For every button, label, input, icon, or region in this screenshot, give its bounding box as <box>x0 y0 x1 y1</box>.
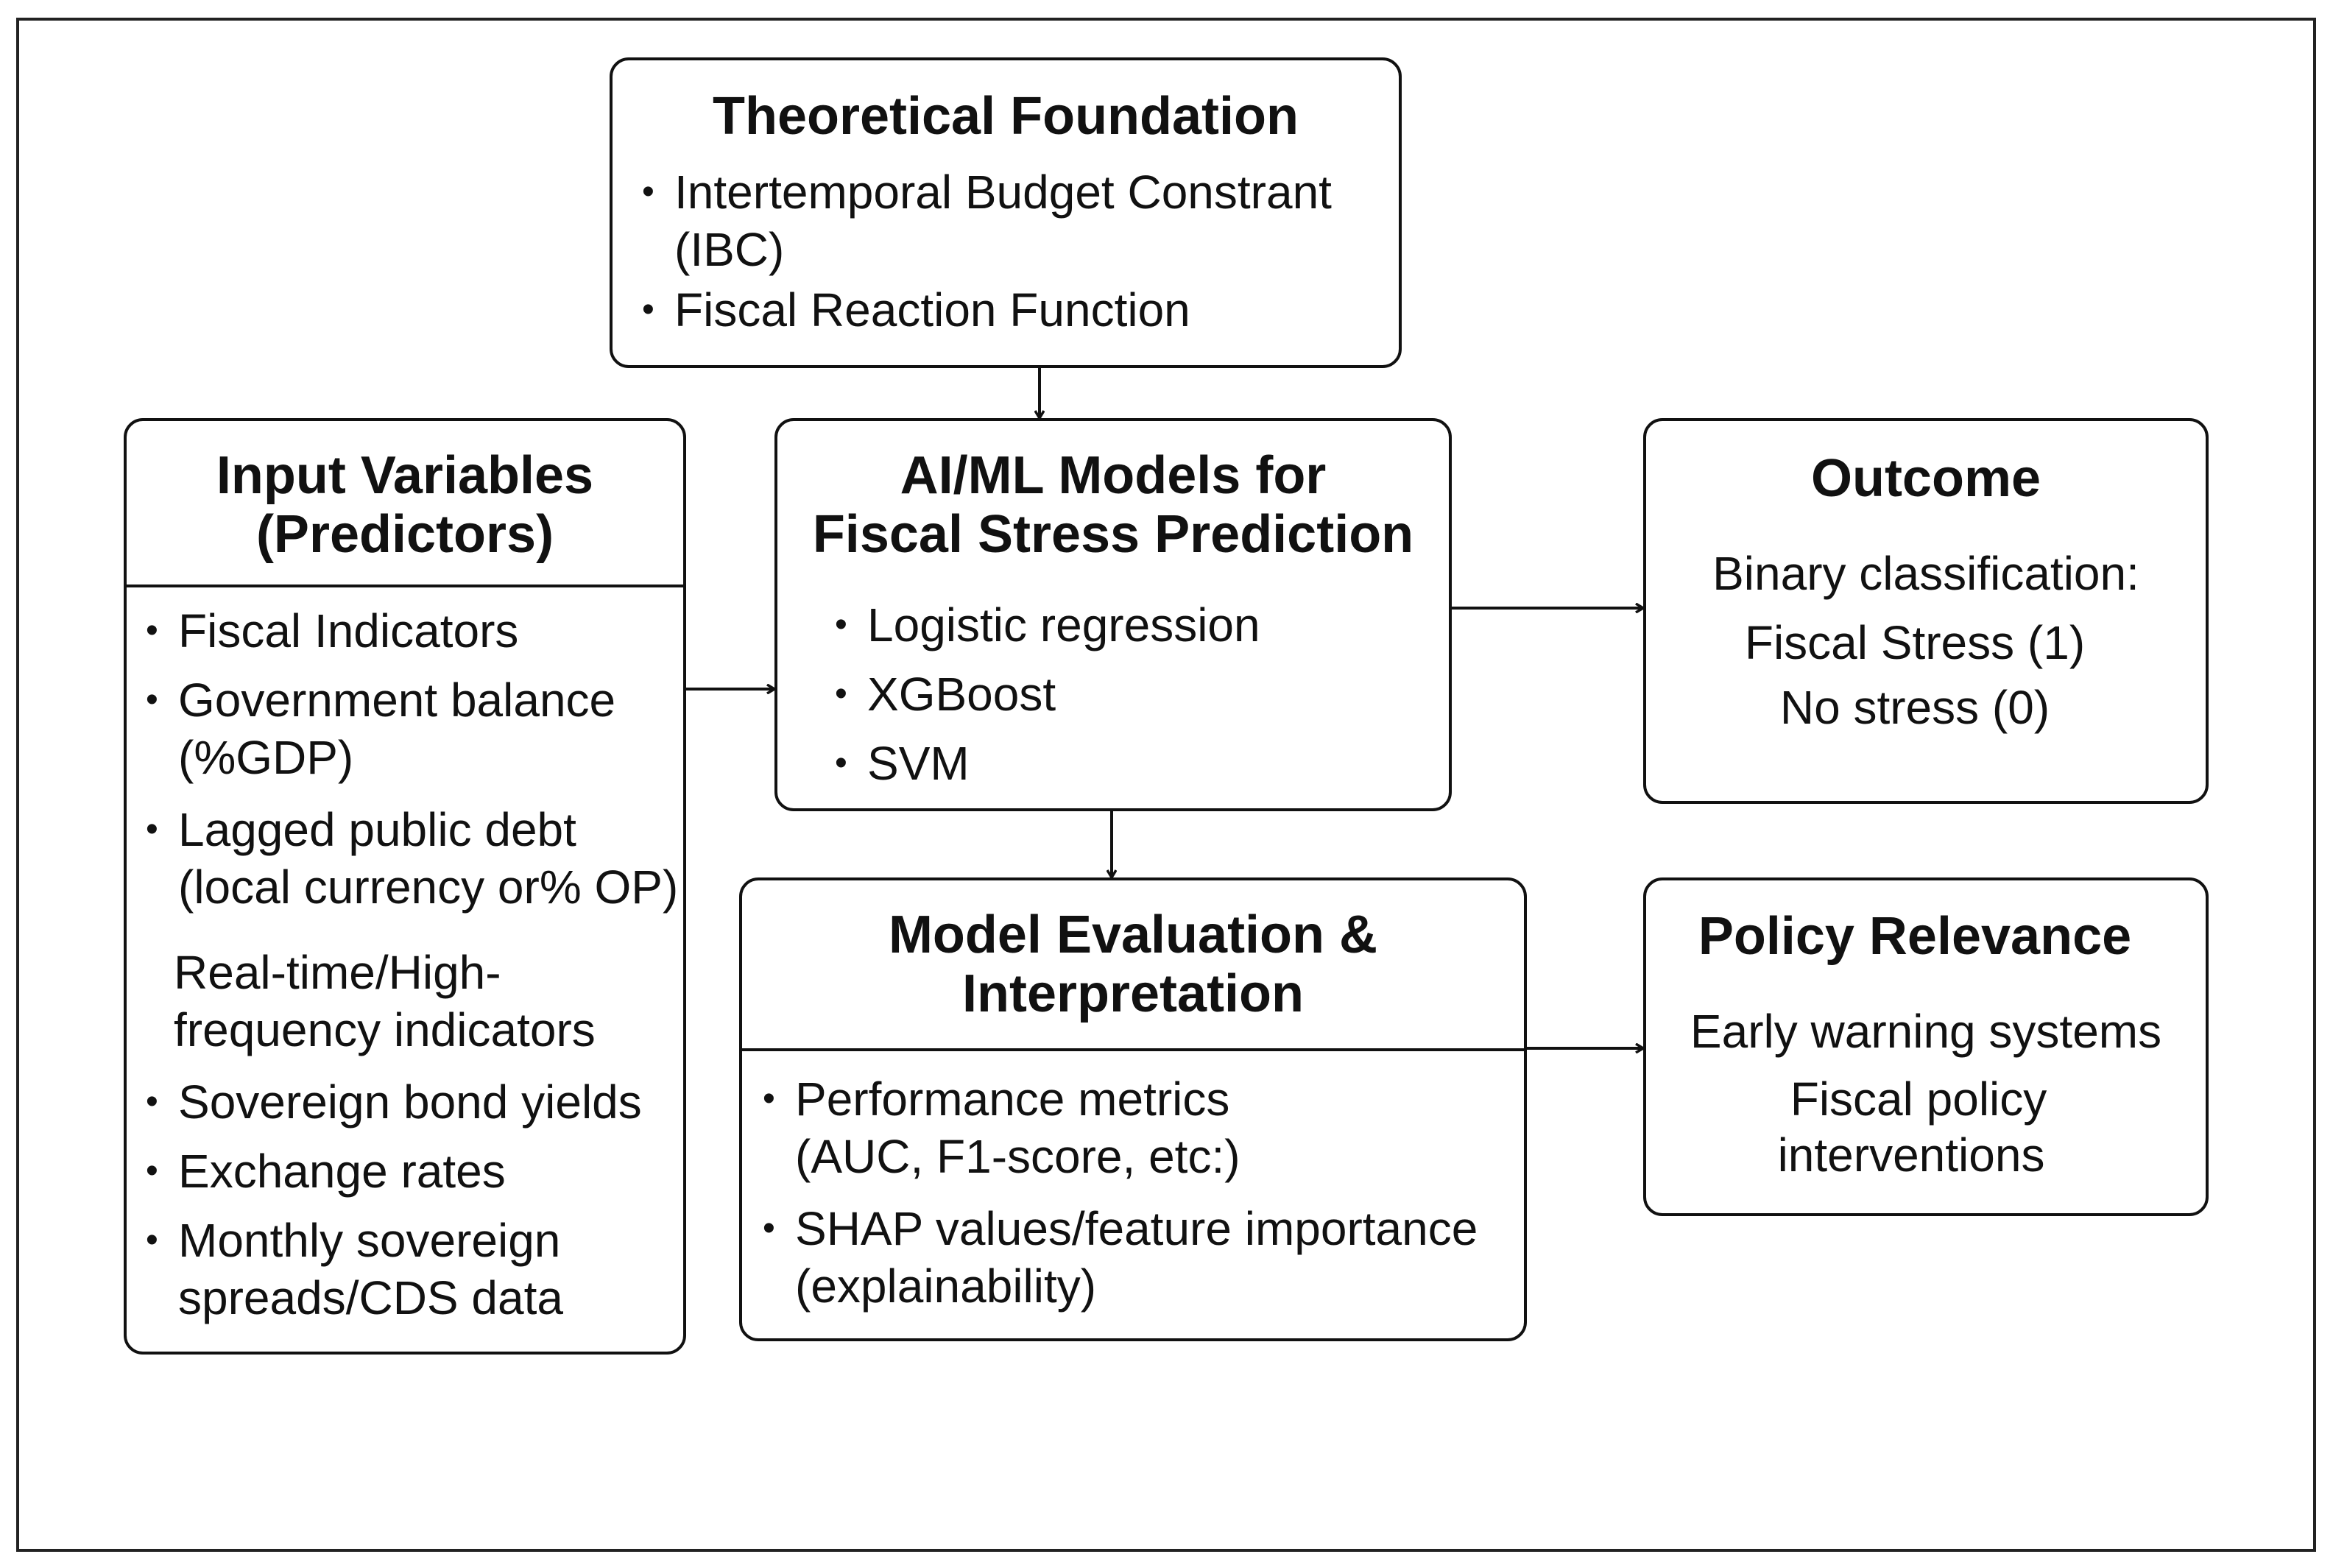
list-item-continuation: (explainability) <box>795 1260 1097 1313</box>
policy-line: interventions <box>1777 1129 2045 1182</box>
list-item: • Logistic regression <box>822 596 1260 654</box>
bullet-glyph: • <box>642 290 654 329</box>
bullet-glyph: • <box>146 1221 158 1260</box>
list-item-continuation: (AUC, F1-score, etc:) <box>795 1130 1240 1183</box>
models-title: AI/ML Models for Fiscal Stress Predictio… <box>812 446 1414 564</box>
bullet-glyph: • <box>146 1151 158 1190</box>
theoretical-foundation-list: • Intertemporal Budget Constrant (IBC) •… <box>629 163 1332 339</box>
theoretical-foundation-title: Theoretical Foundation <box>712 87 1299 146</box>
list-item: • XGBoost <box>822 665 1260 723</box>
list-item: • Fiscal Indicators <box>133 602 678 660</box>
outcome-line: Binary classification: <box>1712 547 2139 600</box>
input-variables-list: • Fiscal Indicators • Government balance… <box>133 602 678 1327</box>
list-item-heading: Real-time/High- <box>174 946 501 999</box>
list-item: • Fiscal Reaction Function <box>629 281 1332 339</box>
evaluation-divider <box>742 1048 1524 1051</box>
list-item-heading-continuation: frequency indicators <box>174 1003 596 1056</box>
list-item-continuation: (local currency or% OP) <box>178 861 679 914</box>
bullet-glyph: • <box>835 674 847 713</box>
outcome-title: Outcome <box>1810 449 2041 508</box>
theoretical-foundation-box: Theoretical Foundation • Intertemporal B… <box>610 57 1402 368</box>
list-item: • SHAP values/feature importance <box>749 1200 1478 1257</box>
input-variables-title: Input Variables (Predictors) <box>216 446 594 564</box>
policy-line: Early warning systems <box>1690 1005 2162 1058</box>
outcome-line: Fiscal Stress (1) <box>1744 616 2086 669</box>
evaluation-box: Model Evaluation & Interpretation • Perf… <box>739 877 1527 1341</box>
policy-title: Policy Relevance <box>1698 907 2132 966</box>
list-item-continuation: (IBC) <box>674 223 785 276</box>
list-item: • SVM <box>822 735 1260 792</box>
list-item: • Exchange rates <box>133 1143 678 1200</box>
bullet-glyph: • <box>835 744 847 783</box>
bullet-glyph: • <box>146 810 158 849</box>
list-item: • Monthly sovereign <box>133 1212 678 1269</box>
models-list: • Logistic regression • XGBoost • SVM <box>822 596 1260 792</box>
list-item-continuation: spreads/CDS data <box>178 1271 563 1324</box>
input-variables-box: Input Variables (Predictors) • Fiscal In… <box>124 418 686 1355</box>
list-item: • Lagged public debt <box>133 801 678 858</box>
diagram-frame <box>16 18 2316 1552</box>
list-item: • Sovereign bond yields <box>133 1073 678 1131</box>
evaluation-title: Model Evaluation & Interpretation <box>888 905 1378 1023</box>
list-item-continuation: (%GDP) <box>178 731 354 784</box>
policy-box: Policy Relevance Early warning systems F… <box>1643 877 2209 1216</box>
models-box: AI/ML Models for Fiscal Stress Predictio… <box>774 418 1452 811</box>
evaluation-list: • Performance metrics (AUC, F1-score, et… <box>749 1070 1478 1315</box>
bullet-glyph: • <box>146 611 158 650</box>
bullet-glyph: • <box>835 605 847 644</box>
outcome-line: No stress (0) <box>1779 681 2050 734</box>
bullet-glyph: • <box>146 680 158 719</box>
outcome-box: Outcome Binary classification: Fiscal St… <box>1643 418 2209 804</box>
list-item: • Government balance <box>133 671 678 729</box>
list-item: • Intertemporal Budget Constrant <box>629 163 1332 221</box>
bullet-glyph: • <box>146 1082 158 1121</box>
list-item: • Performance metrics <box>749 1070 1478 1128</box>
input-variables-divider <box>127 585 683 587</box>
bullet-glyph: • <box>642 172 654 211</box>
bullet-glyph: • <box>763 1209 775 1248</box>
bullet-glyph: • <box>763 1079 775 1118</box>
policy-line: Fiscal policy <box>1790 1073 2047 1126</box>
